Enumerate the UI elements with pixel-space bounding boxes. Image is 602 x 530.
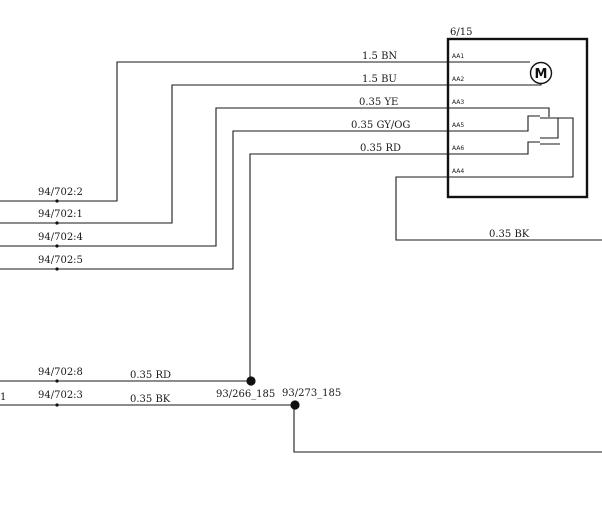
- connector-94-702-4-dot: [55, 244, 59, 248]
- wire-bk: [395, 176, 602, 241]
- pin-aa4: AA4: [452, 168, 464, 175]
- wire-bk-label: 0.35 BK: [489, 229, 530, 240]
- wire-bu: [0, 84, 448, 224]
- component-box: [446, 37, 589, 199]
- pin-aa5: AA5: [452, 122, 464, 129]
- pin-aa1: AA1: [452, 53, 464, 60]
- motor-icon: [529, 61, 553, 85]
- internal-wire-aa3: [448, 107, 550, 117]
- splice-93-266-185: [246, 376, 256, 386]
- wire-rd: [249, 153, 448, 380]
- splice-93-266-185-label: 93/266_185: [216, 389, 275, 400]
- connector-94-702-8: 94/702:8: [38, 367, 83, 378]
- internal-wire-aa2: [448, 84, 542, 86]
- pin-aa3: AA3: [452, 99, 464, 106]
- connector-94-702-1: 94/702:1: [38, 209, 83, 220]
- wire-gy-og: [0, 130, 448, 270]
- connector-94-702-8-dot: [55, 379, 59, 383]
- wire-gy-og-label: 0.35 GY/OG: [351, 120, 410, 131]
- internal-wire-aa4: [448, 117, 574, 178]
- connector-94-702-3: 94/702:3: [38, 390, 83, 401]
- splice-93-273-185: [290, 400, 300, 410]
- left-edge-mark: 1: [0, 392, 6, 403]
- wire-bu-label: 1.5 BU: [362, 74, 397, 85]
- connector-94-702-2: 94/702:2: [38, 187, 83, 198]
- wire-ye-label: 0.35 YE: [359, 97, 398, 108]
- wire-bottom-bk: [0, 404, 602, 453]
- connector-94-702-3-dot: [55, 403, 59, 407]
- wire-bn-label: 1.5 BN: [362, 51, 397, 62]
- splice-93-273-185-label: 93/273_185: [282, 388, 341, 399]
- pin-aa2: AA2: [452, 76, 464, 83]
- motor-symbol: M: [535, 67, 548, 82]
- connector-94-702-2-dot: [55, 199, 59, 203]
- bottom-rd-label: 0.35 RD: [130, 370, 171, 381]
- component-ref: 6/15: [450, 27, 472, 38]
- connector-94-702-4: 94/702:4: [38, 232, 83, 243]
- internal-wire-aa5: [448, 115, 540, 132]
- bottom-bk-label: 0.35 BK: [130, 394, 171, 405]
- connector-94-702-5-dot: [55, 267, 59, 271]
- connector-94-702-5: 94/702:5: [38, 255, 83, 266]
- internal-wire-aa6: [448, 141, 540, 155]
- connector-94-702-1-dot: [55, 221, 59, 225]
- wire-ye: [0, 107, 448, 247]
- switch-contact-upper: [540, 117, 559, 139]
- wire-rd-label: 0.35 RD: [360, 143, 401, 154]
- pin-aa6: AA6: [452, 145, 464, 152]
